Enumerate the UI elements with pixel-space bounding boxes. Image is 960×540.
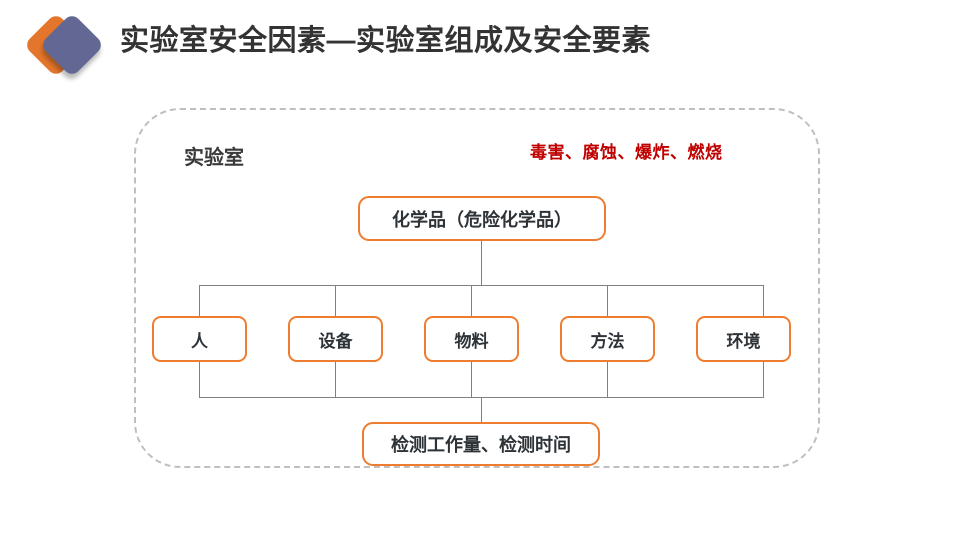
node-factor-material[interactable]: 物料 (424, 316, 519, 362)
connector-top-bus (199, 285, 764, 286)
node-factor-equipment[interactable]: 设备 (288, 316, 383, 362)
connector-drop-equipment (335, 285, 336, 316)
hazard-note: 毒害、腐蚀、爆炸、燃烧 (530, 143, 723, 162)
connector-drop-material (471, 285, 472, 316)
connector-drop-person (199, 285, 200, 316)
connector-rise-person (199, 362, 200, 397)
node-chemicals[interactable]: 化学品（危险化学品） (358, 196, 606, 241)
connector-output-stem (481, 397, 482, 422)
connector-rise-equipment (335, 362, 336, 397)
connector-rise-method (607, 362, 608, 397)
slide-header: 实验室安全因素—实验室组成及安全要素 (0, 0, 960, 90)
connector-drop-method (607, 285, 608, 316)
connector-rise-material (471, 362, 472, 397)
connector-root-stem (481, 241, 482, 285)
connector-drop-environment (763, 285, 764, 316)
node-factor-person[interactable]: 人 (152, 316, 247, 362)
overlapping-diamonds-logo (23, 12, 116, 78)
node-factor-method[interactable]: 方法 (560, 316, 655, 362)
laboratory-label: 实验室 (184, 147, 244, 169)
node-factor-environment[interactable]: 环境 (696, 316, 791, 362)
page-title: 实验室安全因素—实验室组成及安全要素 (120, 25, 652, 57)
node-output-workload-time[interactable]: 检测工作量、检测时间 (362, 422, 600, 466)
laboratory-container (134, 108, 820, 468)
connector-rise-environment (763, 362, 764, 397)
